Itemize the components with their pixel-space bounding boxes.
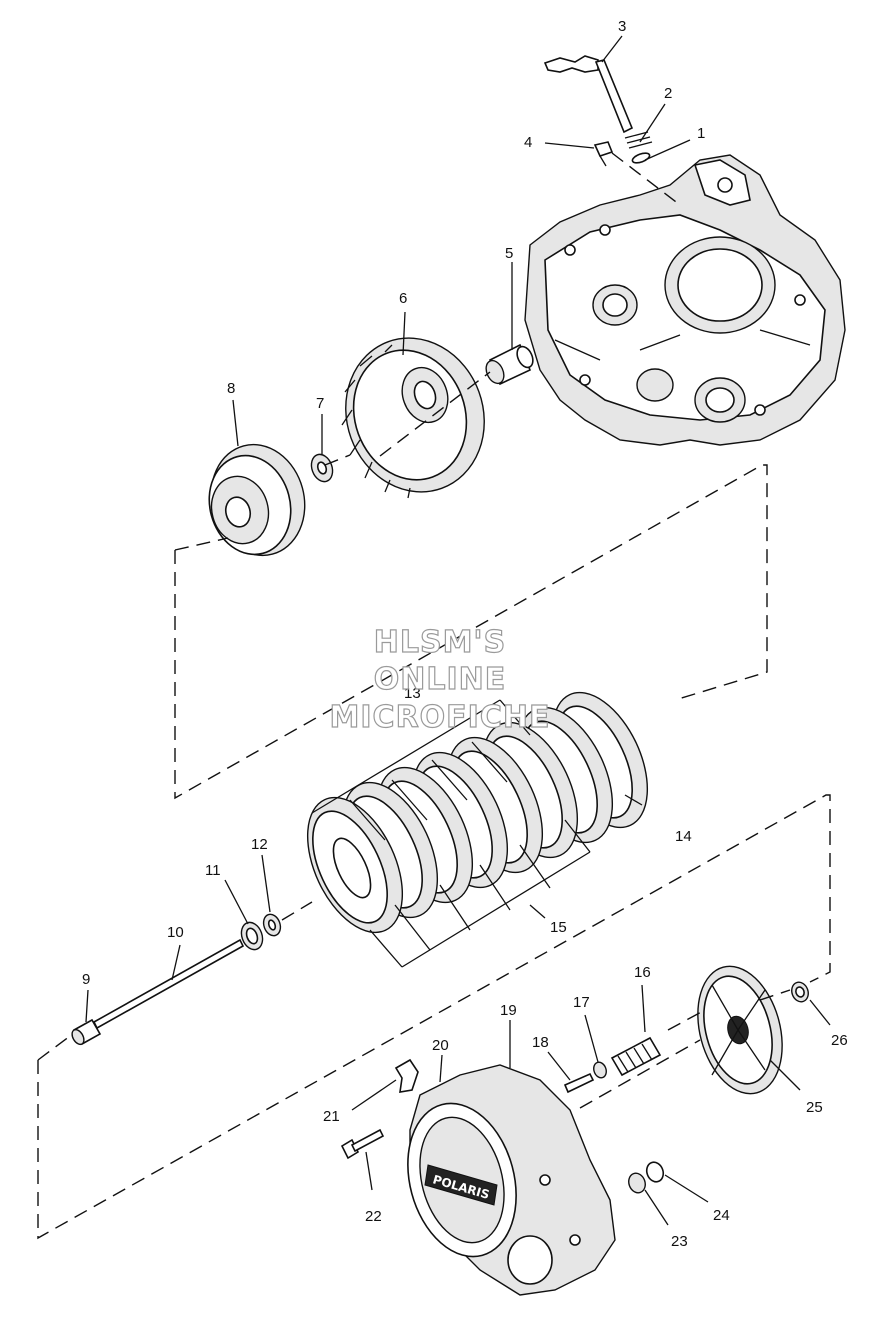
callout-6: 6 xyxy=(399,290,407,307)
part-5-bushing xyxy=(485,343,534,386)
part-21-elbow-fitting xyxy=(394,1058,419,1093)
part-19-clutch-cover: POLARIS xyxy=(407,1064,616,1296)
callout-19: 19 xyxy=(500,1002,517,1019)
part-11-bearing xyxy=(240,921,264,951)
callout-12: 12 xyxy=(251,836,268,853)
part-12-washer xyxy=(262,913,282,937)
callout-22: 22 xyxy=(365,1208,382,1225)
callout-16: 16 xyxy=(634,964,651,981)
part-8-clutch-hub xyxy=(208,443,306,557)
watermark-line-2: ONLINE xyxy=(374,662,507,697)
part-25-pressure-plate xyxy=(697,965,783,1095)
part-17-washer xyxy=(593,1061,607,1079)
callout-4: 4 xyxy=(524,134,532,151)
callout-13: 13 xyxy=(404,685,421,702)
callout-1: 1 xyxy=(697,125,705,142)
part-23-seal xyxy=(628,1172,646,1194)
part-26-bearing xyxy=(791,981,809,1003)
crankcase xyxy=(524,154,846,446)
part-9-rod-end xyxy=(71,1018,102,1046)
part-7-washer xyxy=(310,453,334,483)
watermark: HLSM'S ONLINE MICROFICHE xyxy=(329,624,551,735)
watermark-line-3: MICROFICHE xyxy=(330,700,551,735)
callout-20: 20 xyxy=(432,1037,449,1054)
part-6-clutch-basket xyxy=(341,337,485,499)
clutch-plate-stack xyxy=(306,691,649,934)
callout-14: 14 xyxy=(675,828,692,845)
leader-lines xyxy=(85,35,831,1226)
callout-3: 3 xyxy=(618,18,626,35)
callout-11: 11 xyxy=(205,862,221,879)
callout-24: 24 xyxy=(713,1207,730,1224)
callout-numbers: 1 2 3 4 5 6 7 8 9 10 11 12 13 14 15 16 1… xyxy=(82,18,848,1250)
callout-23: 23 xyxy=(671,1233,688,1250)
watermark-line-1: HLSM'S xyxy=(374,625,506,660)
callout-8: 8 xyxy=(227,380,235,397)
callout-10: 10 xyxy=(167,924,184,941)
part-10-push-rod xyxy=(92,938,245,1030)
callout-25: 25 xyxy=(806,1099,823,1116)
shift-shaft-assembly xyxy=(543,55,653,167)
callout-18: 18 xyxy=(532,1034,549,1051)
callout-brackets xyxy=(311,699,591,968)
callout-21: 21 xyxy=(323,1108,340,1125)
callout-15: 15 xyxy=(550,919,567,936)
callout-2: 2 xyxy=(664,85,672,102)
callout-5: 5 xyxy=(505,245,513,262)
part-22-bolt xyxy=(340,1128,385,1160)
alignment-lines xyxy=(37,152,831,1240)
callout-7: 7 xyxy=(316,395,324,412)
callout-26: 26 xyxy=(831,1032,848,1049)
callout-17: 17 xyxy=(573,994,590,1011)
part-16-spring xyxy=(610,1036,662,1077)
part-24-o-ring xyxy=(645,1161,665,1183)
part-18-pin xyxy=(563,1072,595,1094)
callout-9: 9 xyxy=(82,971,90,988)
